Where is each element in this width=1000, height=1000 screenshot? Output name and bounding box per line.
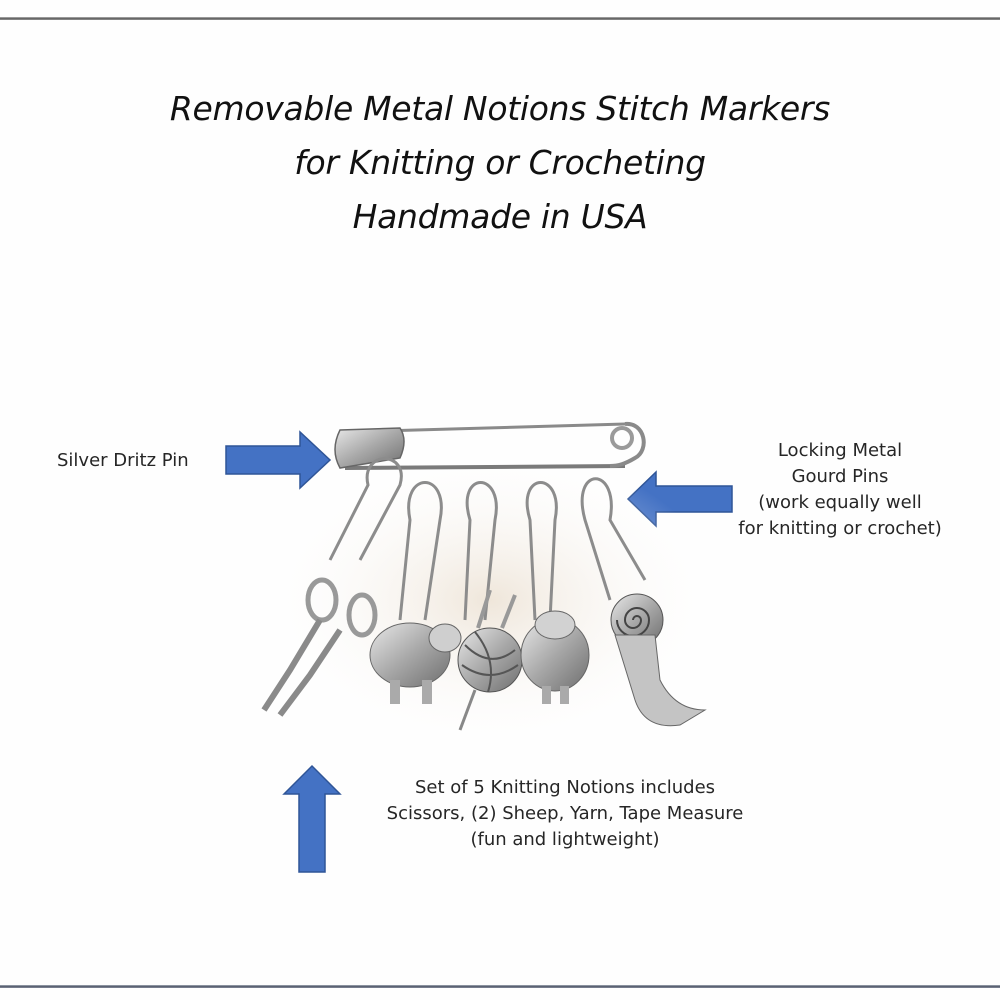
- arrow-right-icon: [225, 430, 332, 490]
- product-image: [260, 421, 720, 750]
- sheep-charm-icon-2: [520, 610, 590, 704]
- page-title: Removable Metal Notions Stitch Markers f…: [0, 82, 1000, 244]
- callout-gourd-line-2: Gourd Pins: [791, 466, 889, 487]
- top-divider: [0, 17, 1000, 20]
- title-line-3: Handmade in USA: [352, 197, 648, 236]
- tape-measure-charm-icon: [610, 593, 707, 727]
- callout-set-line-2: Scissors, (2) Sheep, Yarn, Tape Measure: [386, 803, 744, 824]
- callout-gourd-line-4: for knitting or crochet): [738, 518, 942, 539]
- callout-gourd-pins: Locking Metal Gourd Pins (work equally w…: [700, 438, 980, 542]
- bottom-divider: [0, 985, 1000, 988]
- callout-set-line-3: (fun and lightweight): [470, 829, 660, 850]
- title-line-1: Removable Metal Notions Stitch Markers: [169, 89, 831, 128]
- callout-pin-text: Silver Dritz Pin: [57, 450, 189, 471]
- yarn-ball-charm-icon: [457, 589, 523, 731]
- scissors-charm-icon: [261, 577, 378, 717]
- title-line-2: for Knitting or Crocheting: [294, 143, 706, 182]
- callout-gourd-line-3: (work equally well: [758, 492, 922, 513]
- callout-set-line-1: Set of 5 Knitting Notions includes: [414, 777, 716, 798]
- arrow-up-icon: [282, 764, 342, 873]
- callout-set-of-5: Set of 5 Knitting Notions includes Sciss…: [340, 775, 790, 853]
- callout-silver-dritz-pin: Silver Dritz Pin: [57, 448, 189, 474]
- gourd-pins-icon: [328, 457, 647, 621]
- sheep-charm-icon-1: [369, 622, 462, 704]
- callout-gourd-line-1: Locking Metal: [777, 440, 903, 461]
